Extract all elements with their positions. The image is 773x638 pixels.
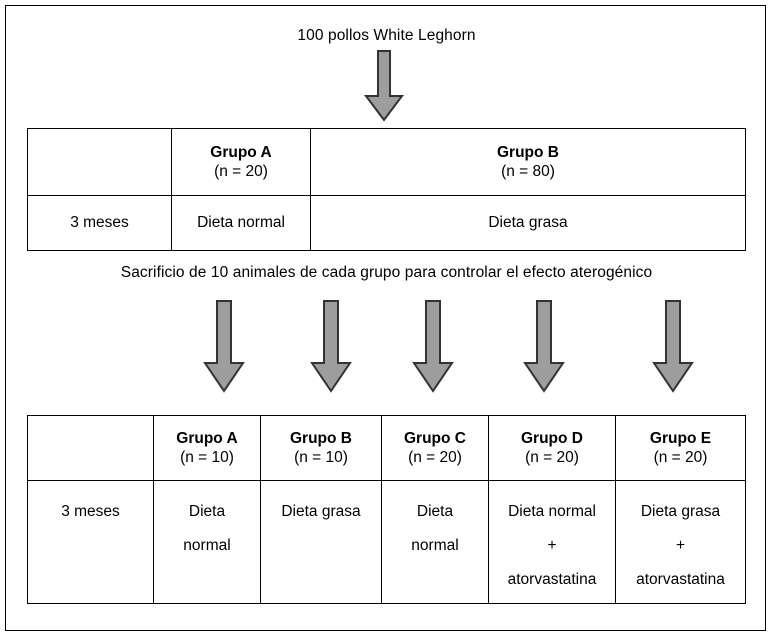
cell-header-grupo-d: Grupo D (n = 20) <box>488 415 616 481</box>
sacrifice-caption: Sacrificio de 10 animales de cada grupo … <box>120 264 653 281</box>
cell-header-blank <box>27 415 154 481</box>
diet-line-1: Dieta grasa <box>281 503 361 520</box>
diet-line-1: Dieta normal <box>508 503 596 520</box>
group-n: (n = 10) <box>180 449 234 466</box>
group-n: (n = 80) <box>501 163 555 180</box>
cell-header-grupo-b: Grupo B (n = 80) <box>310 128 746 196</box>
group-n: (n = 20) <box>408 449 462 466</box>
group-label: Grupo B <box>290 430 352 447</box>
down-arrow-icon-5 <box>652 300 694 393</box>
cell-diet-grupo-c: Dieta normal <box>381 480 489 604</box>
group-n: (n = 20) <box>525 449 579 466</box>
table-final-groups: Grupo A (n = 10) Grupo B (n = 10) Grupo … <box>27 415 746 604</box>
group-label: Grupo A <box>210 144 272 161</box>
diet-line-2: + <box>675 537 686 554</box>
cell-duration: 3 meses <box>27 480 154 604</box>
group-label: Grupo C <box>404 430 466 447</box>
diet-line-3: atorvastatina <box>507 571 597 588</box>
table-row: 3 meses Dieta normal Dieta grasa Dieta n… <box>27 480 746 604</box>
down-arrow-icon-1 <box>203 300 245 393</box>
cell-header-grupo-e: Grupo E (n = 20) <box>615 415 746 481</box>
table-row: 3 meses Dieta normal Dieta grasa <box>27 195 746 251</box>
cell-header-grupo-a: Grupo A (n = 20) <box>171 128 311 196</box>
group-n: (n = 20) <box>653 449 708 466</box>
page-title: 100 pollos White Leghorn <box>297 27 476 44</box>
down-arrow-icon-3 <box>412 300 454 393</box>
group-label: Grupo B <box>497 144 559 161</box>
figure-outer-border <box>5 5 766 631</box>
cell-header-grupo-a: Grupo A (n = 10) <box>153 415 261 481</box>
cell-diet-grupo-d: Dieta normal + atorvastatina <box>488 480 616 604</box>
down-arrow-icon-4 <box>523 300 565 393</box>
down-arrow-icon-top <box>364 50 404 122</box>
diet-line-1: Dieta <box>416 503 454 520</box>
diet-line-1: Dieta grasa <box>640 503 721 520</box>
cell-diet-grupo-a: Dieta normal <box>171 195 311 251</box>
cell-header-grupo-c: Grupo C (n = 20) <box>381 415 489 481</box>
table-initial-groups: Grupo A (n = 20) Grupo B (n = 80) 3 mese… <box>27 128 746 251</box>
duration-text: 3 meses <box>61 503 120 520</box>
diet-line-3: atorvastatina <box>636 571 725 588</box>
group-n: (n = 20) <box>214 163 268 180</box>
cell-diet-grupo-b: Dieta grasa <box>260 480 382 604</box>
diet-line-1: Dieta <box>188 503 226 520</box>
cell-diet-grupo-b: Dieta grasa <box>310 195 746 251</box>
down-arrow-icon-2 <box>310 300 352 393</box>
cell-header-blank <box>27 128 172 196</box>
table-row: Grupo A (n = 20) Grupo B (n = 80) <box>27 128 746 196</box>
diet-line-2: normal <box>411 537 459 554</box>
table-row: Grupo A (n = 10) Grupo B (n = 10) Grupo … <box>27 415 746 481</box>
diet-line-2: normal <box>183 537 231 554</box>
cell-diet-grupo-e: Dieta grasa + atorvastatina <box>615 480 746 604</box>
group-n: (n = 10) <box>294 449 348 466</box>
group-label: Grupo D <box>521 430 583 447</box>
cell-duration: 3 meses <box>27 195 172 251</box>
diet-line-2: + <box>547 537 557 554</box>
group-label: Grupo E <box>649 430 712 447</box>
cell-header-grupo-b: Grupo B (n = 10) <box>260 415 382 481</box>
group-label: Grupo A <box>176 430 238 447</box>
cell-diet-grupo-a: Dieta normal <box>153 480 261 604</box>
